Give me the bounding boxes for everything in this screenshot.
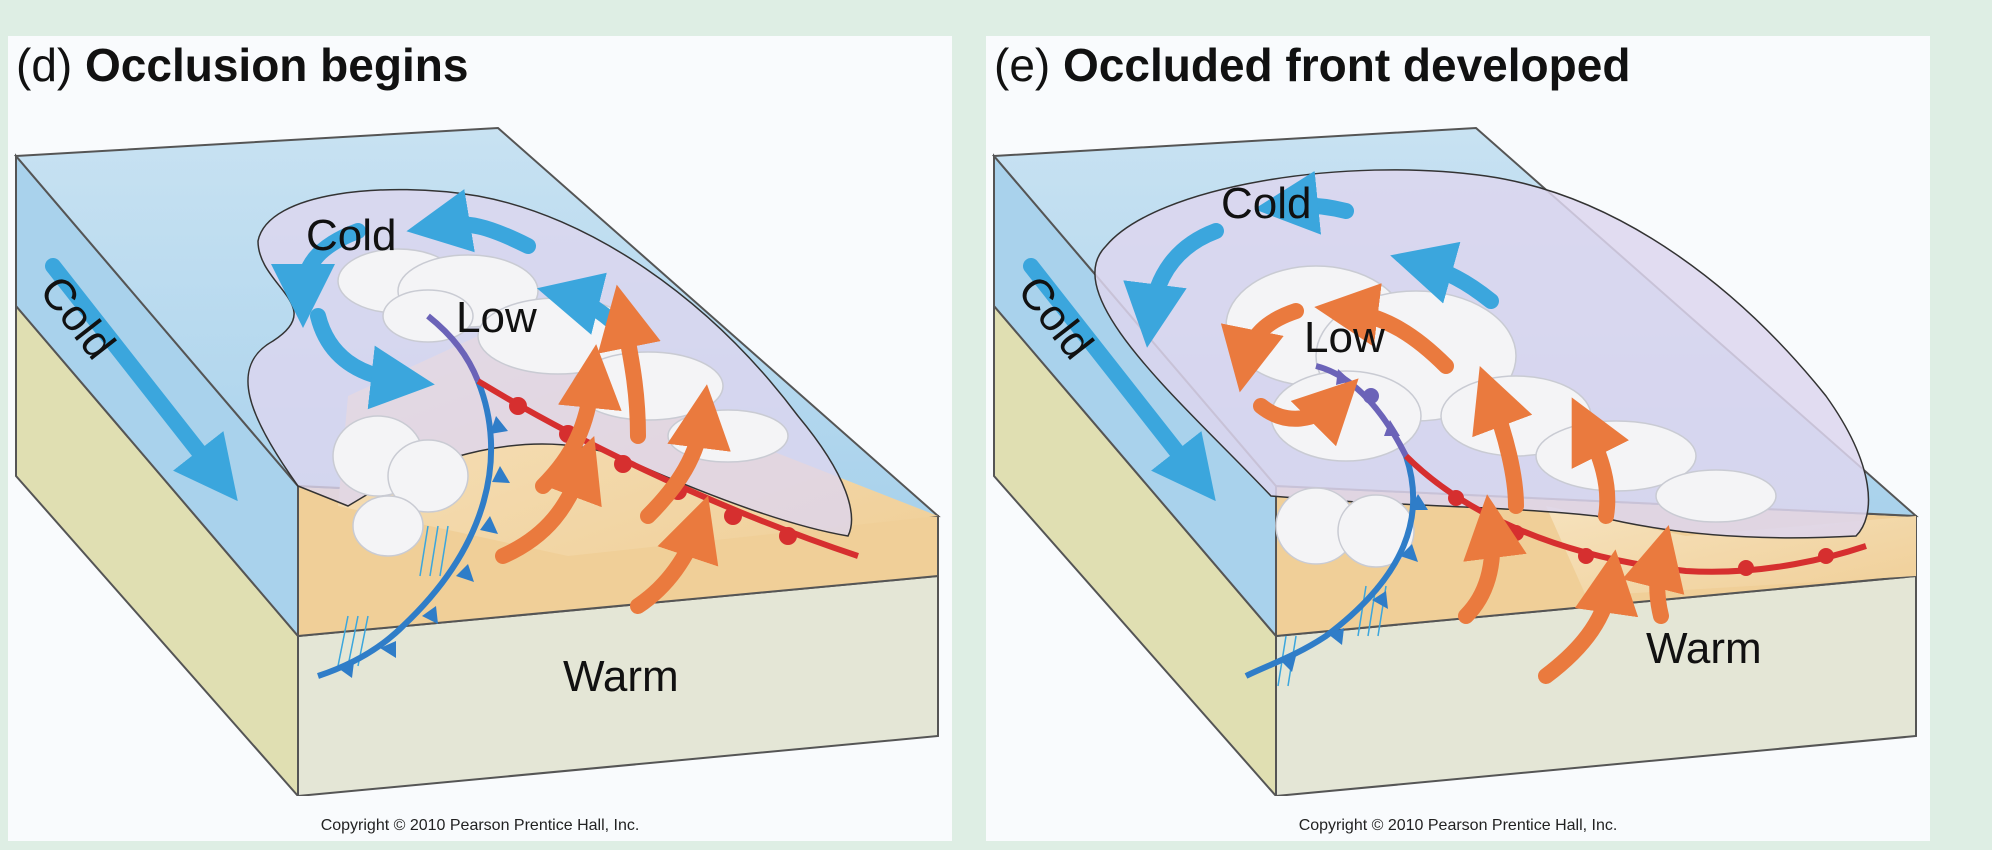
cold-arrow-side [1023,258,1216,502]
warm-air-arrows [495,284,731,614]
warm-arrow-upper [1314,283,1454,374]
panel-occluded-front-developed: (e) Occluded front developed [986,36,1930,841]
cold-arrow-top [406,189,536,254]
warm-arrow-2 [535,344,622,494]
label-cold-top: Cold [306,211,397,260]
cold-front [1244,455,1417,679]
cold-front-triangles [1280,494,1428,672]
cold-arrow-side [45,258,238,502]
cold-front [317,379,495,679]
label-warm: Warm [1646,624,1762,673]
cold-arrow-back [1390,241,1499,309]
panel-title: (e) Occluded front developed [994,38,1630,92]
warm-arrow-3 [1571,397,1629,524]
warm-arrow-3 [630,495,719,614]
panel-caption: Occluded front developed [1063,39,1631,91]
panel-caption: Occlusion begins [85,39,469,91]
cold-arrow-left [1123,223,1224,348]
panel-occlusion-begins: (d) Occlusion begins [8,36,952,841]
panel-letter: (d) [16,39,73,91]
warm-arrow-swirl-top [1220,303,1304,393]
warm-arrow-swirl-bottom [1253,378,1359,447]
panel-title: (d) Occlusion begins [16,38,468,92]
cold-front-triangles [338,416,510,678]
warm-arrow-1 [1458,494,1527,624]
copyright-notice: Copyright © 2010 Pearson Prentice Hall, … [1298,817,1618,834]
label-low: Low [1304,313,1385,362]
label-low: Low [456,293,537,342]
warm-arrow-4 [640,384,731,524]
cold-arrow-swirl [310,308,435,410]
panel-letter: (e) [994,39,1051,91]
warm-arrow-4 [1538,549,1639,684]
copyright-notice: Copyright © 2010 Pearson Prentice Hall, … [320,817,640,834]
warm-arrow-1 [495,436,602,564]
warm-arrow-5 [597,284,661,444]
label-cold-top: Cold [1221,179,1312,228]
warm-air-arrows [1220,283,1685,684]
label-warm: Warm [563,652,679,701]
cold-arrow-top [1254,170,1354,235]
occluded-front-diagram: Cold Cold Low Warm [991,126,1919,796]
warm-arrow-5 [1622,524,1685,624]
warm-arrow-2 [1472,366,1533,514]
occlusion-begins-diagram: Cold Cold Low Warm [13,126,941,796]
occluded-front [426,313,481,383]
cold-arrow-left [271,223,366,328]
cold-air-arrows [1023,170,1499,502]
